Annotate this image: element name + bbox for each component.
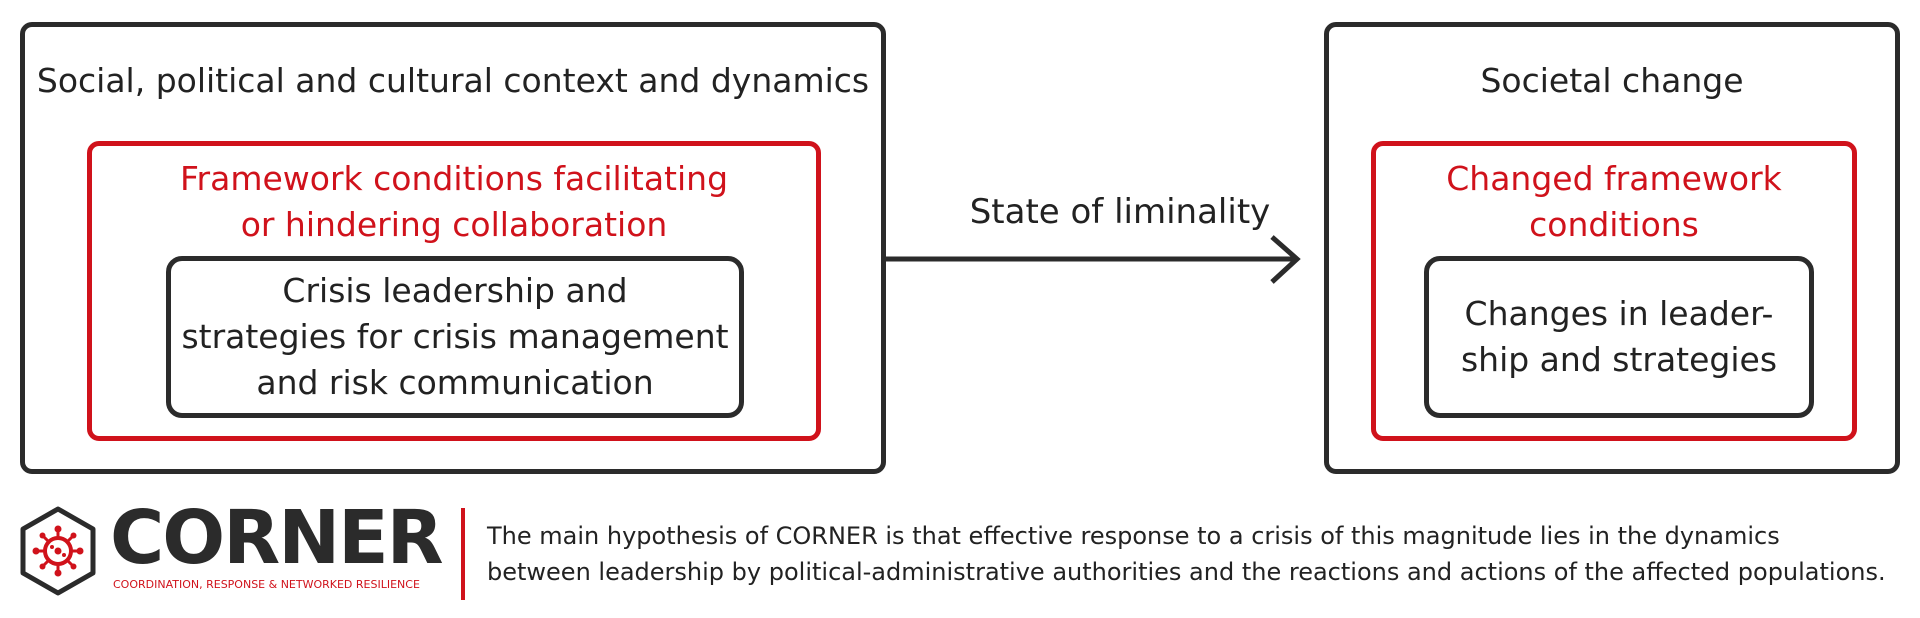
footer-divider [461,508,465,600]
crisis-leadership-text: Crisis leadership and strategies for cri… [181,268,728,406]
context-box: Social, political and cultural context a… [20,22,886,474]
context-title: Social, political and cultural context a… [36,61,870,100]
arrow-head [1270,235,1301,284]
framework-title: Framework conditions facilitating or hin… [92,156,816,248]
crisis-leadership-line: Crisis leadership and [282,271,628,310]
changed-framework-box: Changed framework conditions Changes in … [1371,141,1857,441]
brand-name: CORNER [110,495,444,581]
changed-framework-line: Changed framework [1446,159,1782,198]
leadership-changes-box: Changes in leader- ship and strategies [1424,256,1814,418]
hypothesis-line: The main hypothesis of CORNER is that ef… [487,522,1780,550]
leadership-changes-line: ship and strategies [1460,340,1778,379]
societal-change-box: Societal change Changed framework condit… [1324,22,1900,474]
changed-framework-line: conditions [1529,205,1699,244]
brand-tagline: COORDINATION, RESPONSE & NETWORKED RESIL… [113,578,420,591]
crisis-leadership-box: Crisis leadership and strategies for cri… [166,256,744,418]
changed-framework-title: Changed framework conditions [1376,156,1852,248]
liminality-label: State of liminality [969,192,1271,232]
framework-title-line: or hindering collaboration [240,205,668,244]
hexagon-icon [20,506,96,596]
leadership-changes-line: Changes in leader- [1464,294,1774,333]
societal-change-title: Societal change [1480,61,1744,100]
framework-title-line: Framework conditions facilitating [179,159,729,198]
crisis-leadership-line: strategies for crisis management [181,317,729,356]
framework-box: Framework conditions facilitating or hin… [87,141,821,441]
hypothesis-line: between leadership by political-administ… [487,558,1886,586]
hypothesis-text: The main hypothesis of CORNER is that ef… [487,518,1907,590]
crisis-leadership-line: and risk communication [256,363,654,402]
leadership-changes-text: Changes in leader- ship and strategies [1461,291,1777,383]
virus-icon [32,525,84,577]
